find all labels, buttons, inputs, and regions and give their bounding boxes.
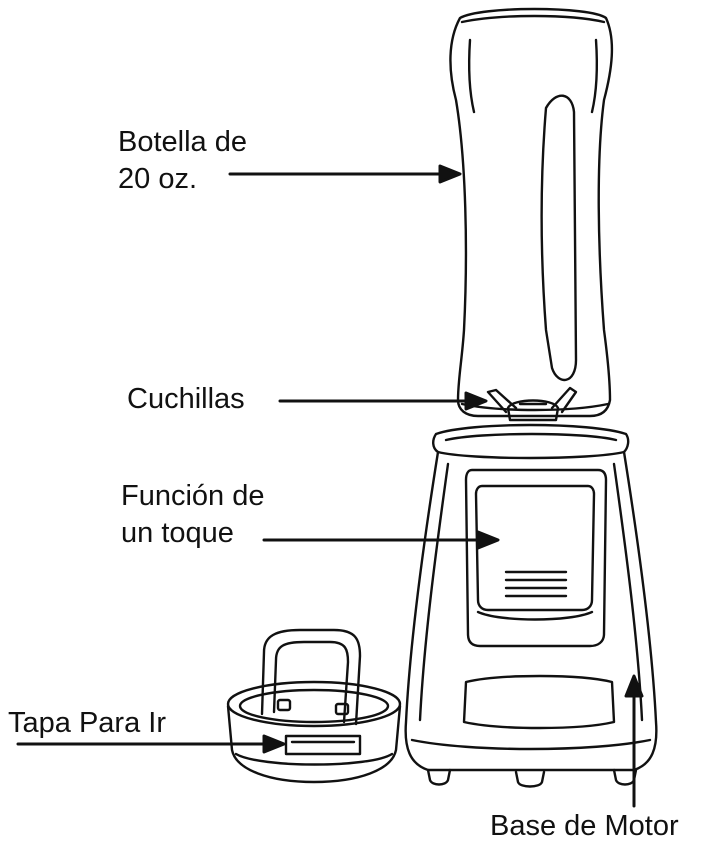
blade-right	[550, 386, 578, 414]
bottle-drawing	[449, 7, 614, 418]
arrow-base	[624, 674, 644, 808]
label-funcion-line-1: Función de	[121, 480, 265, 512]
label-botella-line-2: 20 oz.	[118, 163, 197, 195]
arrow-funcion	[262, 530, 500, 550]
bottle-outline	[449, 7, 614, 418]
lid-body	[226, 704, 402, 784]
base-collar-inner	[444, 432, 618, 442]
arrow-cuchillas	[278, 391, 488, 411]
bottle-inner-left	[468, 38, 476, 114]
base-body-inner-left	[418, 462, 450, 722]
label-funcion-line-2: un toque	[121, 517, 234, 549]
lid-hinge-left	[276, 698, 292, 712]
button-grip-lines	[504, 570, 568, 598]
blade-hub	[506, 399, 560, 422]
lid-front-tab	[284, 734, 362, 756]
bottle-inner-right	[590, 38, 598, 114]
label-tapa-line-1: Tapa Para Ir	[8, 707, 166, 739]
base-lower-recess	[462, 674, 616, 730]
bottle-window	[540, 94, 578, 381]
base-bottom-rim	[410, 738, 652, 751]
motor-base-drawing	[404, 423, 658, 788]
lid-top-rim	[226, 680, 402, 728]
to-go-lid-drawing	[226, 628, 402, 784]
base-top-collar	[432, 423, 630, 460]
arrow-tapa	[16, 734, 286, 754]
control-panel-outer	[464, 468, 608, 648]
callout-arrows	[16, 164, 644, 808]
label-botella-line-1: Botella de	[118, 126, 247, 158]
blade-left	[486, 388, 518, 414]
bottle-rim	[460, 14, 606, 24]
base-body	[404, 450, 658, 772]
lid-bottom-line	[234, 752, 394, 766]
one-touch-button	[474, 484, 596, 612]
label-tapa: Tapa Para Ir	[8, 705, 166, 742]
arrow-botella	[228, 164, 462, 184]
label-botella: Botella de 20 oz.	[118, 124, 247, 198]
button-shadow	[476, 610, 594, 621]
lid-hinge-right	[334, 702, 350, 716]
lid-handle-outer	[260, 628, 362, 726]
label-base-line-1: Base de Motor	[490, 810, 679, 842]
label-funcion: Función de un toque	[121, 478, 265, 552]
label-cuchillas-line-1: Cuchillas	[127, 383, 245, 415]
foot-left	[426, 768, 452, 786]
label-cuchillas: Cuchillas	[127, 381, 245, 418]
blades-drawing	[486, 386, 578, 422]
lid-inner-rim	[238, 688, 390, 724]
lid-handle-inner	[272, 640, 350, 724]
label-base: Base de Motor	[490, 808, 679, 845]
foot-middle	[514, 770, 546, 788]
